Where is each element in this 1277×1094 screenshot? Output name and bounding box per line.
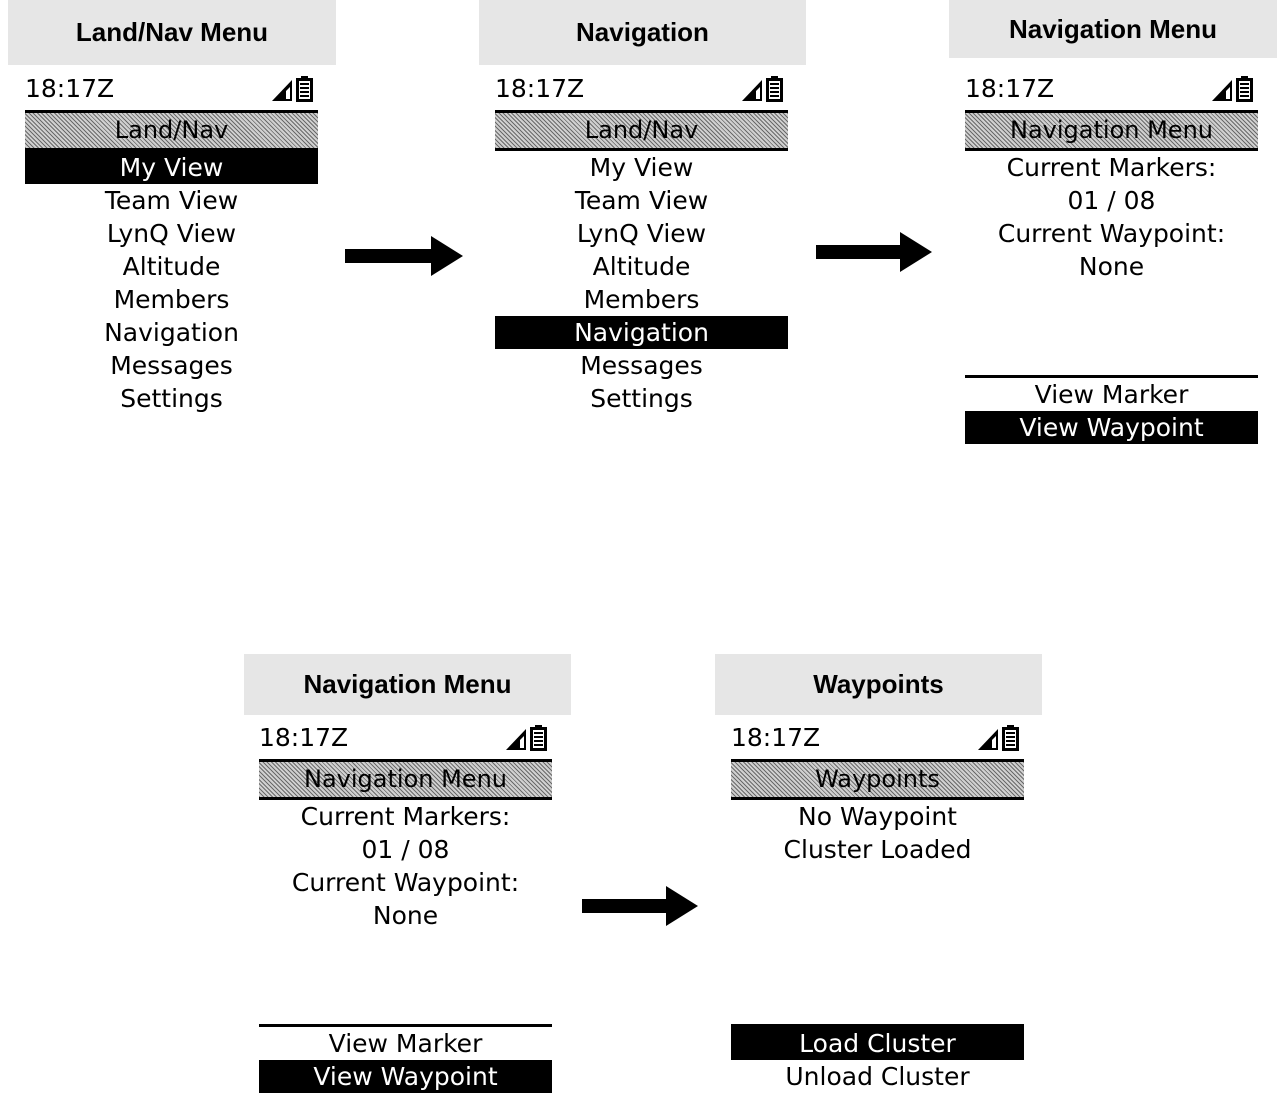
- panel-caption: Waypoints: [715, 654, 1042, 715]
- menu-item-settings[interactable]: Settings: [590, 384, 693, 413]
- menu-item-navigation[interactable]: Navigation: [495, 316, 788, 349]
- marker-info: Current Markers: 01 / 08 Current Waypoin…: [259, 800, 552, 932]
- menu-item-navigation[interactable]: Navigation: [104, 318, 239, 347]
- device-screen: 18:17Z Land/Nav My View Team View LynQ V…: [495, 72, 788, 415]
- menu-item-team-view[interactable]: Team View: [104, 186, 239, 215]
- panel-caption: Navigation Menu: [244, 654, 571, 715]
- screen-title: Navigation Menu: [965, 110, 1258, 151]
- screen-title: Navigation Menu: [259, 759, 552, 800]
- waypoint-status-line-2: Cluster Loaded: [783, 835, 972, 864]
- land-nav-menu-list: My View Team View LynQ View Altitude Mem…: [495, 151, 788, 415]
- clock: 18:17Z: [965, 74, 1055, 103]
- clock: 18:17Z: [25, 74, 115, 103]
- menu-item-altitude[interactable]: Altitude: [122, 252, 221, 281]
- status-bar: 18:17Z: [259, 721, 552, 759]
- device-screen: 18:17Z Land/Nav My View Team View LynQ V…: [25, 72, 318, 415]
- current-waypoint-value: None: [372, 901, 439, 930]
- status-icons: [271, 76, 313, 102]
- softkey-bar: View Marker View Waypoint: [965, 375, 1258, 444]
- battery-icon: [296, 76, 313, 102]
- device-screen: 18:17Z Waypoints No Waypoint Cluster Loa…: [731, 721, 1024, 1094]
- softkey-bar: Load Cluster Unload Cluster: [731, 1024, 1024, 1093]
- status-bar: 18:17Z: [965, 72, 1258, 110]
- device-screen: 18:17Z Navigation Menu Current Markers: …: [259, 721, 552, 1094]
- signal-icon: [271, 78, 293, 102]
- current-waypoint-label: Current Waypoint:: [997, 219, 1226, 248]
- menu-item-messages[interactable]: Messages: [580, 351, 703, 380]
- view-marker-button[interactable]: View Marker: [1034, 380, 1189, 409]
- battery-icon: [530, 725, 547, 751]
- screen-title: Waypoints: [731, 759, 1024, 800]
- battery-icon: [766, 76, 783, 102]
- current-markers-value: 01 / 08: [361, 835, 450, 864]
- menu-item-members[interactable]: Members: [113, 285, 230, 314]
- menu-item-team-view[interactable]: Team View: [574, 186, 709, 215]
- current-markers-value: 01 / 08: [1067, 186, 1156, 215]
- load-cluster-button[interactable]: Load Cluster: [731, 1027, 1024, 1060]
- status-icons: [977, 725, 1019, 751]
- current-markers-label: Current Markers:: [300, 802, 511, 831]
- right-arrow-icon: [582, 886, 698, 926]
- current-waypoint-label: Current Waypoint:: [291, 868, 520, 897]
- right-arrow-icon: [816, 232, 932, 272]
- status-icons: [741, 76, 783, 102]
- view-marker-button[interactable]: View Marker: [328, 1029, 483, 1058]
- signal-icon: [977, 727, 999, 751]
- panel-caption: Navigation Menu: [949, 0, 1277, 58]
- clock: 18:17Z: [259, 723, 349, 752]
- clock: 18:17Z: [495, 74, 585, 103]
- signal-icon: [1211, 78, 1233, 102]
- waypoint-status: No Waypoint Cluster Loaded: [731, 800, 1024, 866]
- signal-icon: [505, 727, 527, 751]
- menu-item-lynq-view[interactable]: LynQ View: [576, 219, 707, 248]
- device-screen: 18:17Z Navigation Menu Current Markers: …: [965, 72, 1258, 450]
- status-bar: 18:17Z: [25, 72, 318, 110]
- land-nav-menu-list: My View Team View LynQ View Altitude Mem…: [25, 151, 318, 415]
- marker-info: Current Markers: 01 / 08 Current Waypoin…: [965, 151, 1258, 283]
- menu-item-messages[interactable]: Messages: [110, 351, 233, 380]
- battery-icon: [1236, 76, 1253, 102]
- menu-item-my-view[interactable]: My View: [589, 153, 694, 182]
- menu-item-members[interactable]: Members: [583, 285, 700, 314]
- right-arrow-icon: [345, 236, 463, 276]
- current-waypoint-value: None: [1078, 252, 1145, 281]
- panel-caption: Land/Nav Menu: [8, 0, 336, 65]
- status-bar: 18:17Z: [495, 72, 788, 110]
- menu-item-my-view[interactable]: My View: [25, 151, 318, 184]
- menu-item-settings[interactable]: Settings: [120, 384, 223, 413]
- softkey-bar: View Marker View Waypoint: [259, 1024, 552, 1093]
- waypoint-status-line-1: No Waypoint: [798, 802, 957, 831]
- status-icons: [1211, 76, 1253, 102]
- screen-title: Land/Nav: [495, 110, 788, 151]
- menu-item-altitude[interactable]: Altitude: [592, 252, 691, 281]
- screen-title: Land/Nav: [25, 110, 318, 151]
- unload-cluster-button[interactable]: Unload Cluster: [785, 1062, 970, 1091]
- view-waypoint-button[interactable]: View Waypoint: [259, 1060, 552, 1093]
- view-waypoint-button[interactable]: View Waypoint: [965, 411, 1258, 444]
- menu-item-lynq-view[interactable]: LynQ View: [106, 219, 237, 248]
- status-bar: 18:17Z: [731, 721, 1024, 759]
- battery-icon: [1002, 725, 1019, 751]
- clock: 18:17Z: [731, 723, 821, 752]
- signal-icon: [741, 78, 763, 102]
- current-markers-label: Current Markers:: [1006, 153, 1217, 182]
- status-icons: [505, 725, 547, 751]
- panel-caption: Navigation: [479, 0, 806, 65]
